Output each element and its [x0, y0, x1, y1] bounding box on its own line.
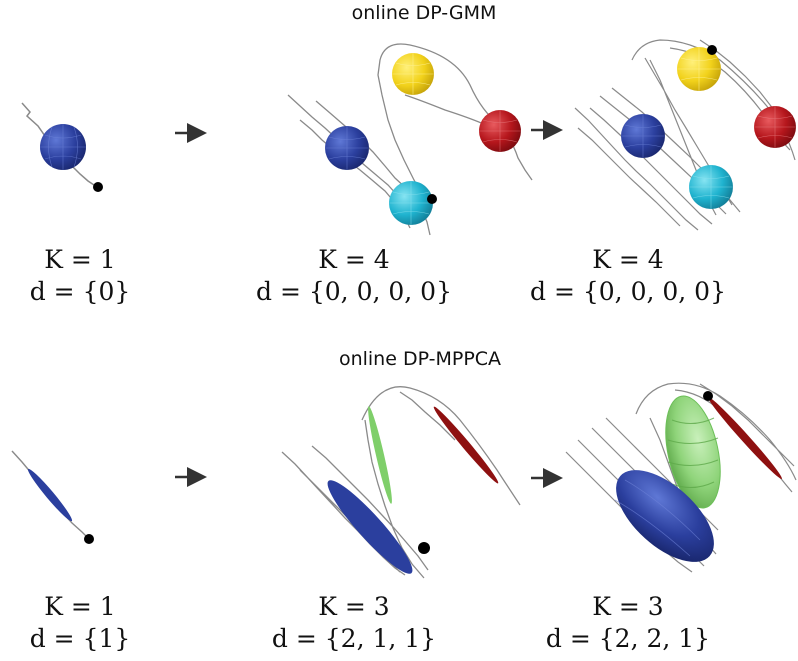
d-label: d = {0, 0, 0, 0}: [530, 277, 726, 306]
ellipsoid-component: [665, 395, 721, 509]
ellipsoid-component: [708, 397, 782, 479]
current-point-marker: [703, 391, 713, 401]
sphere-component: [40, 124, 86, 170]
sphere-component: [479, 110, 521, 152]
sphere-component: [621, 114, 665, 158]
k-label: K = 1: [44, 592, 116, 621]
current-point-marker: [427, 194, 437, 204]
k-label: K = 4: [318, 245, 390, 274]
mppca-panel-3: [565, 382, 797, 573]
sphere-component: [677, 47, 721, 91]
d-label: d = {2, 2, 1}: [545, 624, 711, 653]
d-label: d = {0}: [29, 277, 131, 306]
current-point-marker: [93, 182, 103, 192]
ellipsoid-component: [368, 406, 392, 504]
gmm-panel-3: [574, 39, 796, 231]
current-point-marker: [707, 45, 717, 55]
ellipsoid-component: [433, 406, 499, 484]
gmm-panel-1: [21, 102, 103, 192]
sphere-component: [325, 126, 369, 170]
sphere-component: [389, 181, 433, 225]
d-label: d = {1}: [29, 624, 131, 653]
ellipsoid-component: [27, 468, 73, 522]
d-label: d = {2, 1, 1}: [271, 624, 437, 653]
k-label: K = 1: [44, 245, 116, 274]
mppca-panel-1: [11, 450, 94, 544]
sphere-component: [689, 165, 733, 209]
k-label: K = 3: [592, 592, 664, 621]
ellipsoid-component: [327, 480, 413, 574]
d-label: d = {0, 0, 0, 0}: [256, 277, 452, 306]
trajectory-line: [574, 39, 796, 231]
current-point-marker: [418, 542, 430, 554]
sphere-component: [754, 106, 796, 148]
sphere-component: [392, 53, 434, 95]
row-title-mppca: online DP-MPPCA: [338, 348, 502, 370]
gmm-panel-2: [287, 43, 533, 236]
current-point-marker: [84, 534, 94, 544]
mppca-panel-2: [281, 386, 521, 579]
k-label: K = 3: [318, 592, 390, 621]
k-label: K = 4: [592, 245, 664, 274]
ellipsoid-component: [614, 470, 714, 562]
row-title-gmm: online DP-GMM: [351, 2, 497, 24]
